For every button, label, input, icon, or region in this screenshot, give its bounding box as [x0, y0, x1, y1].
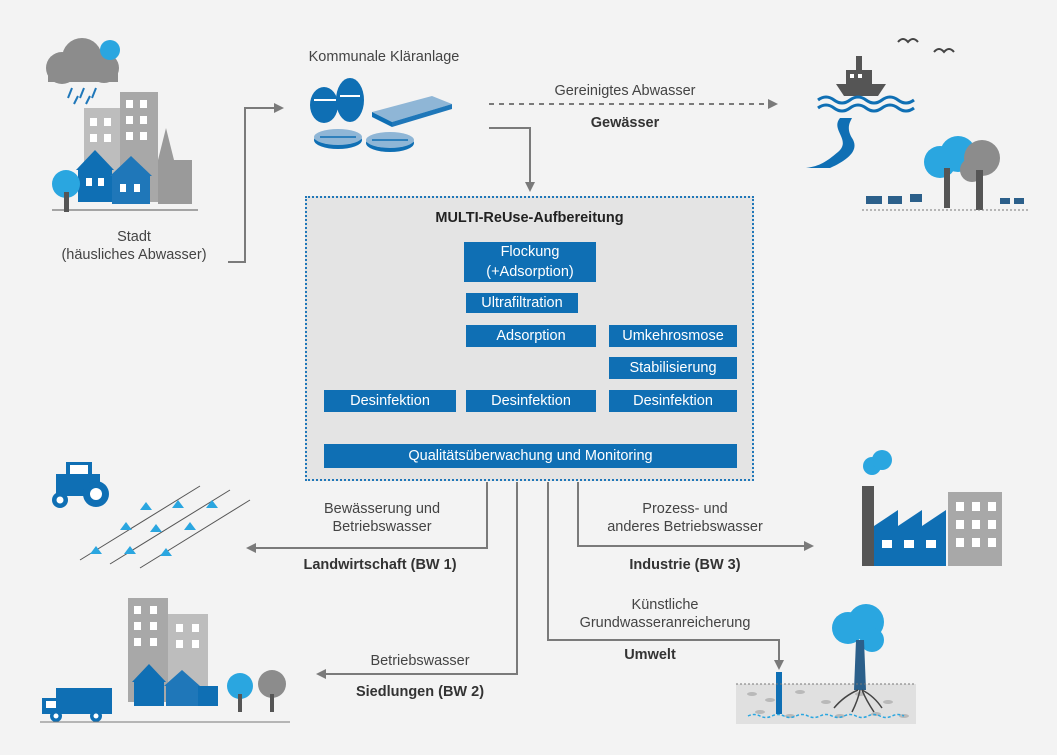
industry-desc-line2: anderes Betriebswasser: [607, 519, 763, 535]
step-ultrafiltration: Ultrafiltration: [466, 293, 578, 313]
truck-icon: [42, 688, 112, 722]
step-reverse-osmosis: Umkehrosmose: [609, 325, 737, 347]
factory-icon: [862, 450, 1002, 566]
industry-desc-line1: Prozess- und: [642, 501, 728, 517]
step-flocculation-line2: (+Adsorption): [486, 264, 574, 280]
city-label-line2: (häusliches Abwasser): [61, 247, 207, 263]
industry-title: Industrie (BW 3): [629, 557, 741, 573]
step-flocculation-line1: Flockung: [500, 244, 560, 260]
agriculture-title: Landwirtschaft (BW 1): [303, 557, 457, 573]
city-label: Stadt (häusliches Abwasser): [30, 228, 238, 264]
step-monitoring: Qualitätsüberwachung und Monitoring: [324, 444, 737, 468]
groundwater-icon: [736, 604, 916, 724]
plant-label: Kommunale Kläranlage: [308, 49, 460, 65]
settlements-desc: Betriebswasser: [370, 653, 470, 669]
settlements-title: Siedlungen (BW 2): [355, 684, 485, 700]
treatment-plant-icon: [310, 78, 452, 152]
environment-title: Umwelt: [624, 647, 676, 663]
arrow-to-settlements: [316, 482, 518, 679]
agriculture-desc-line1: Bewässerung und: [323, 501, 441, 517]
settlement-icon: [128, 598, 286, 712]
environment-desc: Künstliche Grundwasseranreicherung: [560, 596, 770, 632]
step-flocculation: Flockung (+Adsorption): [464, 242, 596, 282]
agriculture-desc: Bewässerung und Betriebswasser: [292, 500, 472, 536]
environment-desc-line2: Grundwasseranreicherung: [579, 615, 751, 631]
environment-desc-line1: Künstliche: [631, 597, 699, 613]
step-disinfection-right: Desinfektion: [609, 390, 737, 412]
arrow-to-environment: [547, 482, 784, 670]
arrow-to-agriculture: [246, 482, 488, 553]
ship-icon: [817, 56, 915, 113]
city-icon: [46, 38, 198, 212]
trees-icon: [924, 136, 1000, 210]
agriculture-desc-line2: Betriebswasser: [332, 519, 432, 535]
arrow-plant-to-treatment: [489, 127, 535, 192]
step-stabilization: Stabilisierung: [609, 357, 737, 379]
water-body-label: Gewässer: [590, 115, 660, 131]
step-disinfection-middle: Desinfektion: [466, 390, 596, 412]
arrow-city-to-plant: [228, 103, 284, 263]
treatment-title: MULTI-ReUse-Aufbereitung: [435, 210, 624, 226]
industry-desc: Prozess- und anderes Betriebswasser: [590, 500, 780, 536]
arrow-to-industry: [577, 482, 814, 551]
animals-icon: [866, 194, 1024, 204]
step-adsorption: Adsorption: [466, 325, 596, 347]
birds-icon: [897, 38, 955, 54]
city-label-line1: Stadt: [117, 229, 151, 245]
river-icon: [806, 118, 855, 168]
step-disinfection-left: Desinfektion: [324, 390, 456, 412]
treated-water-label: Gereinigtes Abwasser: [554, 83, 696, 99]
rain-cloud-icon: [46, 38, 120, 105]
tractor-icon: [52, 462, 109, 508]
